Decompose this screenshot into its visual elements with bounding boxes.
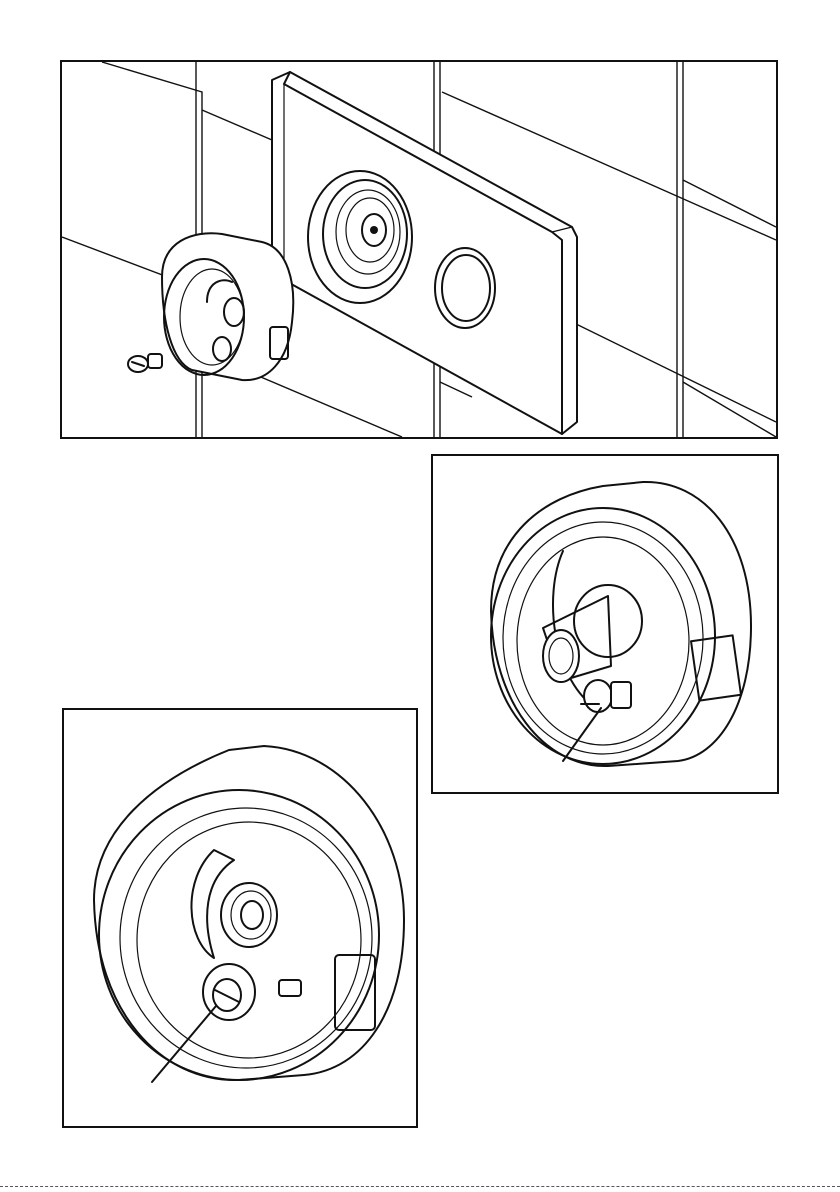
knob-rear-spindle-illustration (433, 456, 777, 792)
mixer-cartridge (308, 171, 412, 303)
knob-rear-spindle-panel (431, 454, 779, 794)
page-bottom-rule (0, 1186, 840, 1187)
control-knob (162, 233, 293, 380)
screw (128, 354, 162, 372)
push-button (435, 248, 495, 328)
overview-panel (60, 60, 778, 439)
knob-rear-screw-illustration (64, 710, 416, 1126)
overview-illustration (62, 62, 776, 437)
temperature-stop-pin (581, 680, 631, 712)
knob-rear-screw-panel (62, 708, 418, 1128)
